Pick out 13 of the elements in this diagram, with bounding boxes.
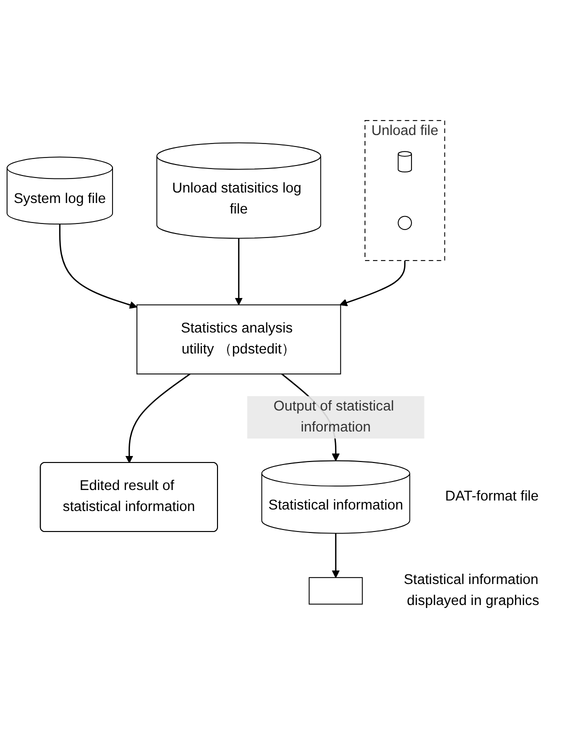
arrow bbox=[59, 224, 138, 309]
cluster: Unload file bbox=[364, 120, 446, 261]
node-label: DAT-format file bbox=[445, 489, 539, 504]
arrow bbox=[125, 373, 190, 464]
node-cylinder bbox=[398, 151, 412, 172]
arrow bbox=[234, 238, 243, 306]
arrow bbox=[332, 533, 340, 578]
arrow bbox=[340, 260, 406, 306]
node-box bbox=[308, 577, 363, 605]
edge-label: Output of statistical information bbox=[274, 398, 394, 436]
node-label: Statistical information displayed in graphics bbox=[404, 572, 540, 609]
node-box: Statistics analysis utility （pdstedit） bbox=[136, 304, 342, 374]
node-circle bbox=[398, 216, 412, 230]
